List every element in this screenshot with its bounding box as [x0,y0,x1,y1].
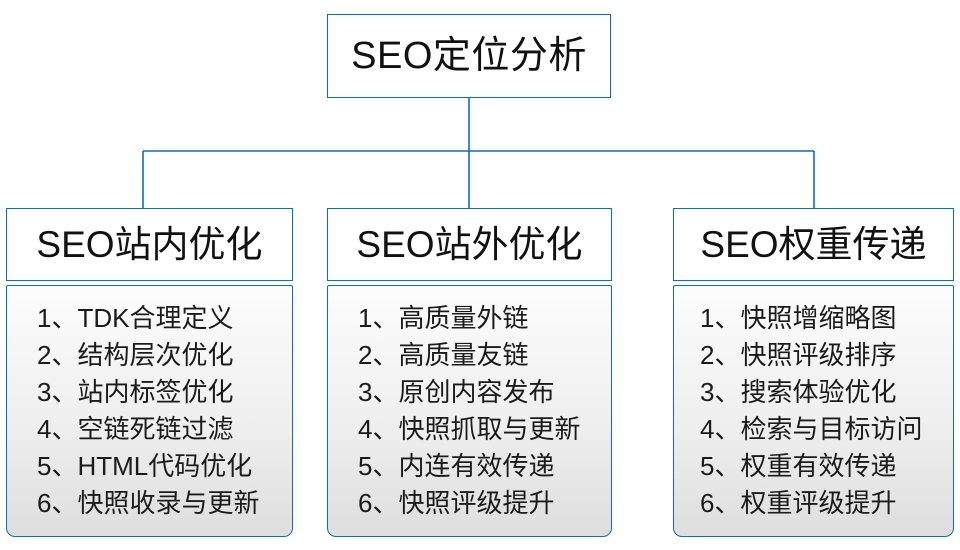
branch-body-3: 1、快照增缩略图 2、快照评级排序 3、搜索体验优化 4、检索与目标访问 5、权… [673,285,954,537]
list-item-text: 空链死链过滤 [77,414,234,444]
branch-header-label-2: SEO站外优化 [356,224,583,265]
list-item: 6、权重评级提升 [700,485,922,522]
branch-body-1: 1、TDK合理定义 2、结构层次优化 3、站内标签优化 4、空链死链过滤 5、H… [6,285,293,537]
list-item-index: 6、 [358,488,399,518]
list-item: 3、原创内容发布 [358,374,580,411]
branch-header-label-1: SEO站内优化 [36,224,263,265]
list-item-text: 内连有效传递 [398,451,555,481]
list-item-index: 6、 [37,488,78,518]
list-item-index: 4、 [37,414,78,444]
list-item-index: 2、 [358,340,399,370]
list-item-text: 快照评级提升 [398,488,555,518]
list-item-text: 搜索体验优化 [740,377,897,407]
list-item-text: 结构层次优化 [77,340,234,370]
list-item-text: HTML代码优化 [77,451,253,481]
list-item: 5、HTML代码优化 [37,448,259,485]
list-item-index: 6、 [700,488,741,518]
branch-column-2: SEO站外优化 1、高质量外链 2、高质量友链 3、原创内容发布 4、快照抓取与… [327,208,612,537]
list-item: 5、内连有效传递 [358,448,580,485]
list-item-index: 1、 [700,303,741,333]
list-item-index: 5、 [37,451,78,481]
list-item-index: 3、 [358,377,399,407]
list-item: 3、站内标签优化 [37,374,259,411]
list-item-text: TDK合理定义 [77,303,234,333]
root-node-label: SEO定位分析 [351,35,587,77]
list-item: 3、搜索体验优化 [700,374,922,411]
list-item: 1、快照增缩略图 [700,300,922,337]
branch-item-list-2: 1、高质量外链 2、高质量友链 3、原创内容发布 4、快照抓取与更新 5、内连有… [328,300,580,522]
list-item-index: 1、 [358,303,399,333]
list-item-index: 5、 [700,451,741,481]
branch-header-label-3: SEO权重传递 [700,224,927,265]
branch-body-2: 1、高质量外链 2、高质量友链 3、原创内容发布 4、快照抓取与更新 5、内连有… [327,285,612,537]
list-item-text: 高质量友链 [398,340,529,370]
list-item-text: 权重评级提升 [740,488,897,518]
list-item-text: 检索与目标访问 [740,414,923,444]
list-item: 2、快照评级排序 [700,337,922,374]
list-item-text: 原创内容发布 [398,377,555,407]
list-item-index: 4、 [700,414,741,444]
list-item: 1、TDK合理定义 [37,300,259,337]
branch-header-1[interactable]: SEO站内优化 [6,208,293,281]
list-item-index: 1、 [37,303,78,333]
list-item-index: 5、 [358,451,399,481]
branch-item-list-1: 1、TDK合理定义 2、结构层次优化 3、站内标签优化 4、空链死链过滤 5、H… [7,300,259,522]
list-item-text: 站内标签优化 [77,377,234,407]
list-item-text: 快照抓取与更新 [398,414,581,444]
list-item-index: 2、 [700,340,741,370]
list-item: 2、结构层次优化 [37,337,259,374]
list-item-text: 快照增缩略图 [740,303,897,333]
list-item-text: 权重有效传递 [740,451,897,481]
list-item: 1、高质量外链 [358,300,580,337]
list-item: 5、权重有效传递 [700,448,922,485]
list-item-text: 高质量外链 [398,303,529,333]
branch-header-3[interactable]: SEO权重传递 [673,208,954,281]
list-item: 2、高质量友链 [358,337,580,374]
root-node[interactable]: SEO定位分析 [327,14,611,98]
list-item: 4、空链死链过滤 [37,411,259,448]
list-item-index: 3、 [37,377,78,407]
branch-column-1: SEO站内优化 1、TDK合理定义 2、结构层次优化 3、站内标签优化 4、空链… [6,208,293,537]
list-item-index: 2、 [37,340,78,370]
list-item: 6、快照收录与更新 [37,485,259,522]
branch-header-2[interactable]: SEO站外优化 [327,208,612,281]
list-item-index: 3、 [700,377,741,407]
list-item-text: 快照收录与更新 [77,488,260,518]
list-item: 4、检索与目标访问 [700,411,922,448]
branch-column-3: SEO权重传递 1、快照增缩略图 2、快照评级排序 3、搜索体验优化 4、检索与… [673,208,954,537]
branch-item-list-3: 1、快照增缩略图 2、快照评级排序 3、搜索体验优化 4、检索与目标访问 5、权… [674,300,922,522]
list-item: 4、快照抓取与更新 [358,411,580,448]
list-item-text: 快照评级排序 [740,340,897,370]
list-item: 6、快照评级提升 [358,485,580,522]
list-item-index: 4、 [358,414,399,444]
